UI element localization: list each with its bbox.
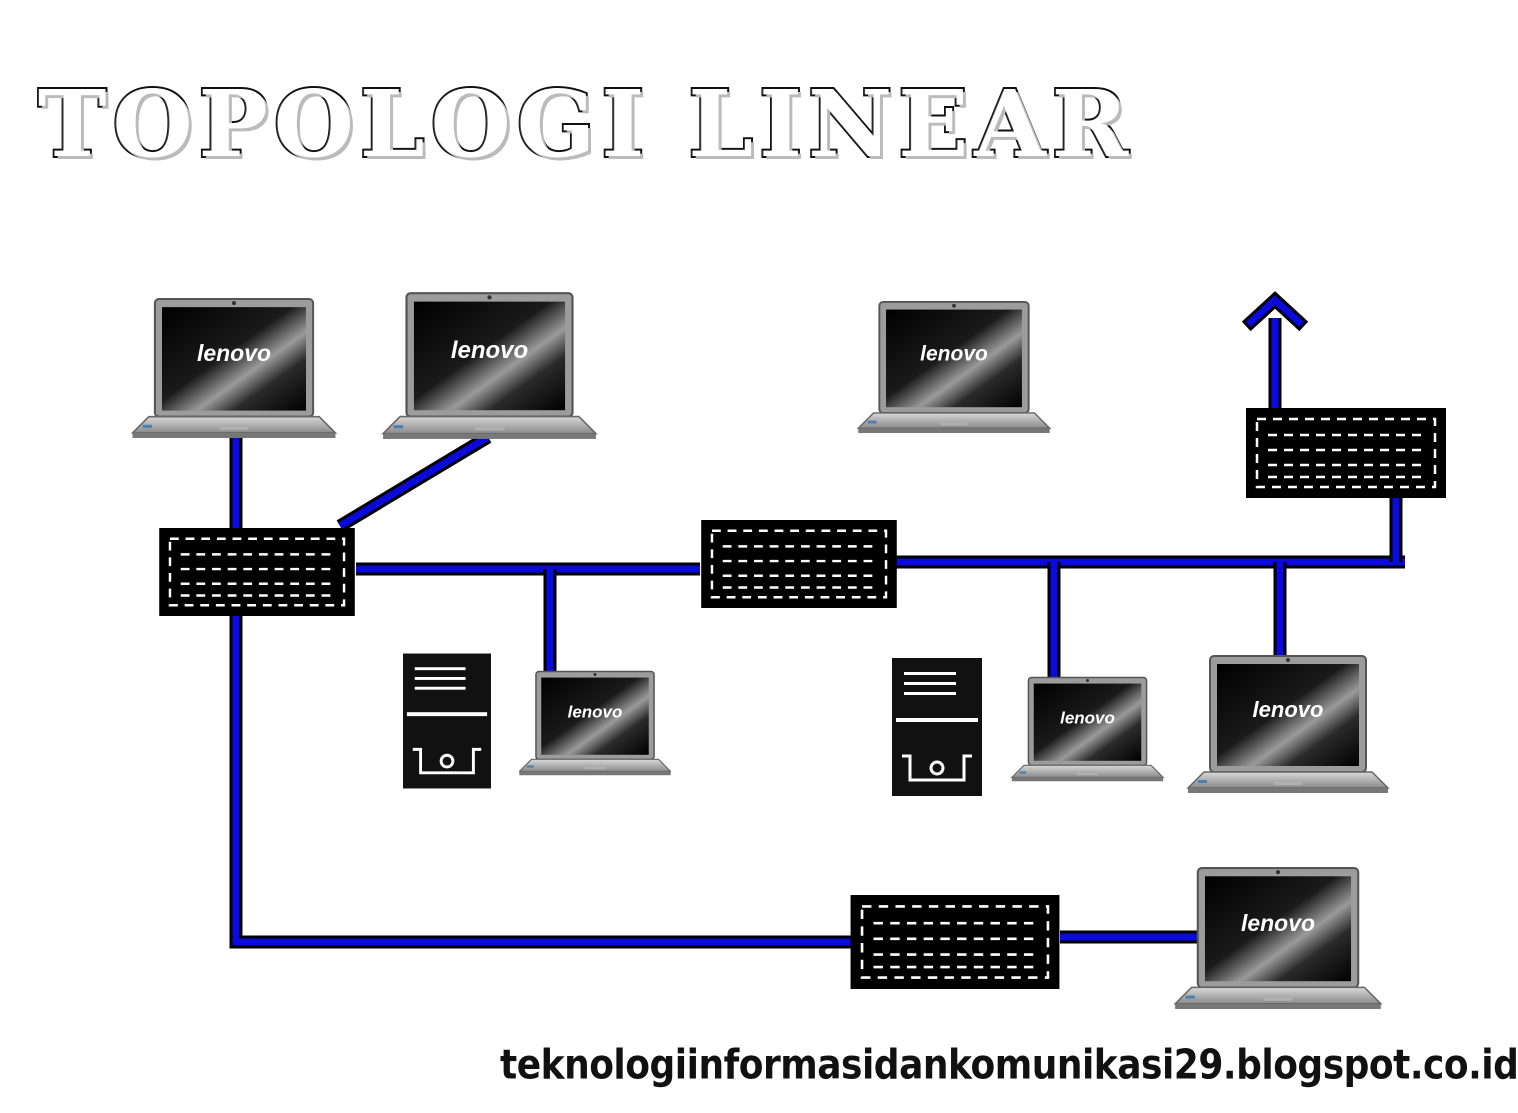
laptop-brand-label: lenovo (568, 703, 623, 722)
laptop-icon: lenovo (1011, 676, 1164, 782)
hub-icon (700, 520, 898, 608)
laptop-icon: lenovo (857, 300, 1051, 434)
laptop-icon: lenovo (519, 670, 671, 776)
laptop-brand-label: lenovo (1060, 709, 1115, 728)
cable-layer (229, 291, 1405, 949)
device-layer: lenovo lenovo lenovo lenovo lenovo lenovo leno… (131, 292, 1448, 1010)
hub-icon (850, 895, 1060, 989)
footer-url: teknologiinformasidankomunikasi29.blogsp… (500, 1041, 1518, 1089)
server-icon (892, 658, 982, 796)
hub-icon (158, 528, 356, 616)
laptop-brand-label: lenovo (197, 340, 271, 366)
laptop-icon: lenovo (131, 297, 337, 439)
laptop-brand-label: lenovo (451, 337, 528, 364)
cable-segment (338, 434, 490, 529)
laptop-icon: lenovo (1186, 654, 1390, 794)
laptop-icon: lenovo (381, 292, 598, 440)
arrow-up-icon (1246, 295, 1304, 327)
server-icon (403, 653, 491, 789)
laptop-brand-label: lenovo (1241, 910, 1315, 936)
hub-icon (1244, 408, 1448, 498)
cable-segment (232, 612, 852, 946)
laptop-brand-label: lenovo (920, 342, 988, 365)
laptop-icon: lenovo (1174, 867, 1382, 1010)
laptop-brand-label: lenovo (1253, 697, 1324, 722)
diagram-title: TOPOLOGI LINEAR (36, 70, 1135, 178)
